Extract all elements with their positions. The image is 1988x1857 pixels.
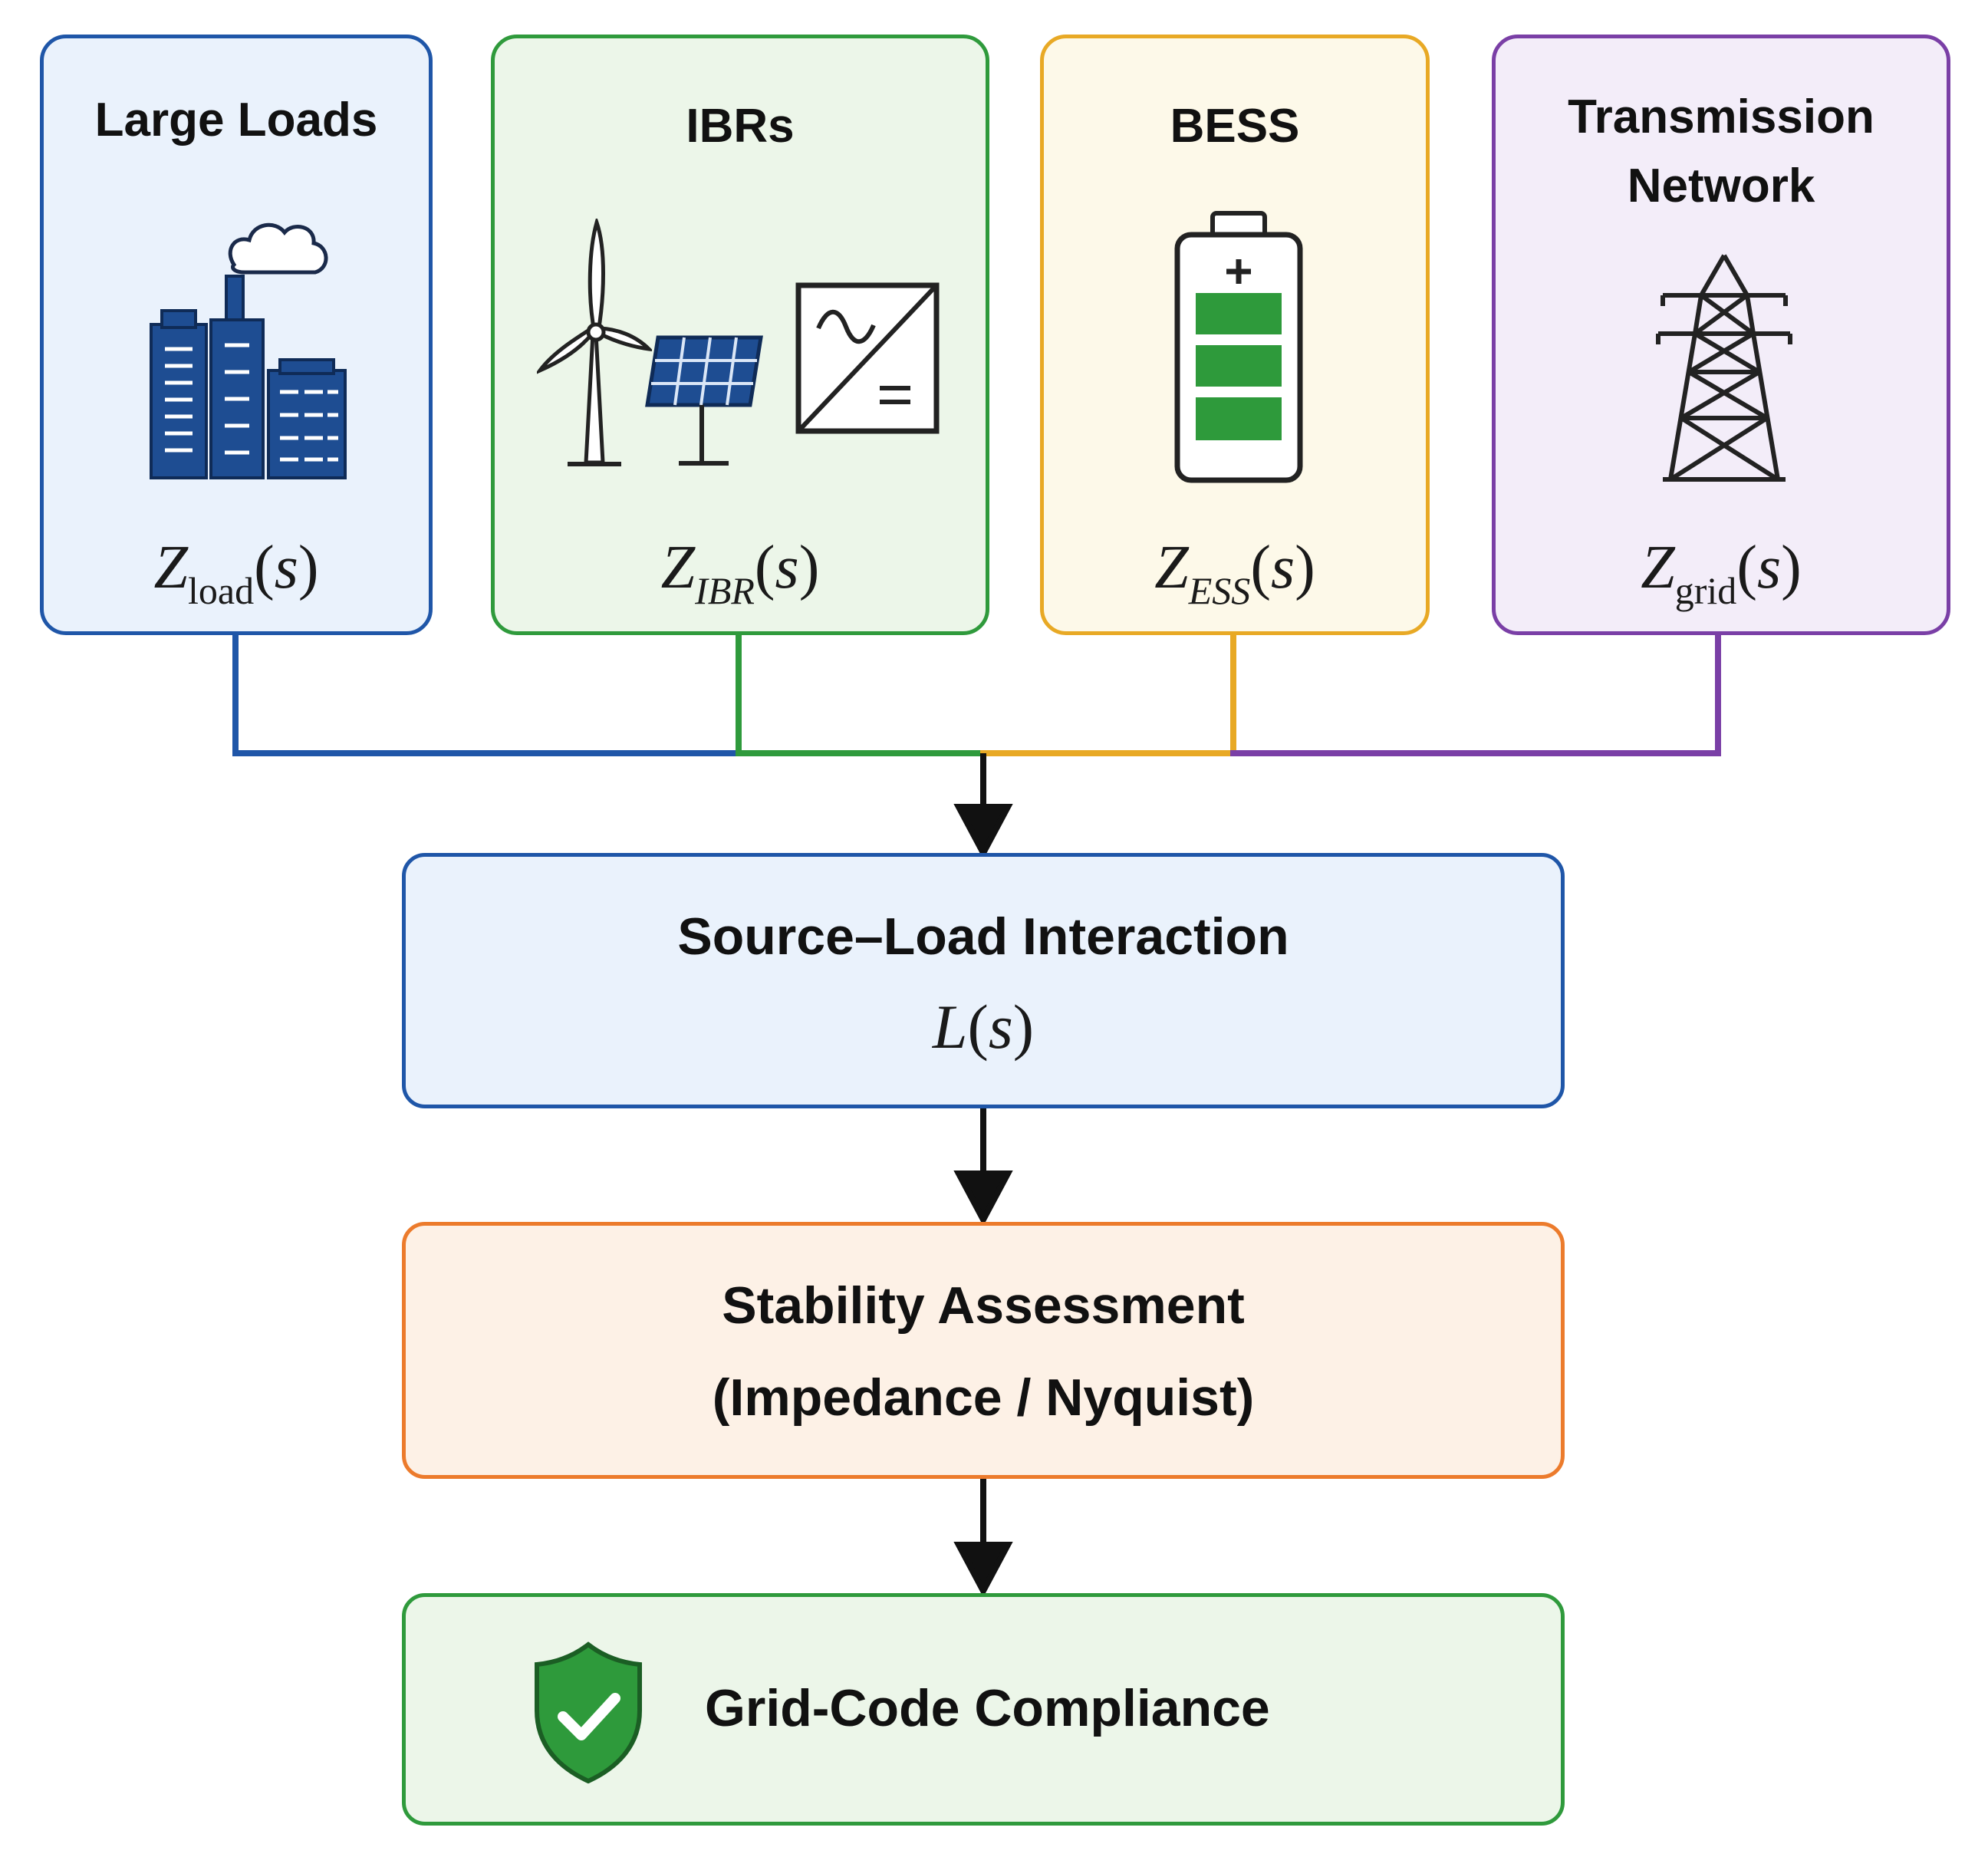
card-title: Large Loads [94, 94, 378, 147]
stability-assessment-box: Stability Assessment (Impedance / Nyquis… [402, 1222, 1565, 1479]
grid-connector [1230, 632, 1721, 756]
card-title: Transmission Network [1568, 91, 1874, 212]
card-title: IBRs [686, 100, 795, 153]
ibr-connector [736, 632, 986, 756]
box-title: Source–Load Interaction [677, 907, 1289, 966]
box-title: Grid-Code Compliance [705, 1679, 1270, 1737]
bess-card: BESS ZESS(s) [1040, 35, 1430, 635]
card-title: BESS [1170, 100, 1300, 153]
factory-icon [150, 222, 347, 479]
large-loads-card: Large Loads Zload(s) [40, 35, 433, 635]
source-load-interaction-box: Source–Load Interaction L(s) [402, 853, 1565, 1108]
wind-turbine-icon [537, 219, 652, 466]
box-subtitle: (Impedance / Nyquist) [712, 1368, 1255, 1427]
box-title: Stability Assessment [722, 1276, 1245, 1335]
inverter-icon [795, 282, 940, 434]
transmission-tower-icon [1656, 254, 1792, 482]
loop-gain-formula: L(s) [932, 992, 1035, 1062]
load-connector [232, 632, 742, 756]
solar-panel-icon [645, 335, 763, 466]
impedance-formula: ZESS(s) [1154, 534, 1315, 612]
grid-code-compliance-box: Grid-Code Compliance [402, 1593, 1565, 1826]
transmission-network-card: Transmission Network Zgrid(s) [1492, 35, 1950, 635]
impedance-formula: Zgrid(s) [1641, 534, 1802, 612]
ibrs-card: IBRs ZIBR(s) [491, 35, 989, 635]
impedance-formula: Zload(s) [153, 534, 319, 612]
shield-check-icon [535, 1641, 642, 1784]
impedance-formula: ZIBR(s) [660, 534, 820, 612]
battery-icon [1174, 211, 1303, 483]
bess-connector [980, 632, 1236, 756]
